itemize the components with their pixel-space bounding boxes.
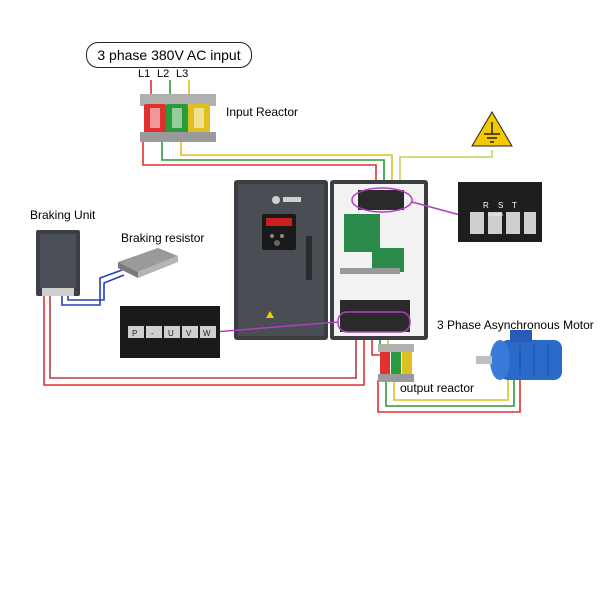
ground-warning-icon <box>471 111 513 147</box>
terminal-t-label: T <box>512 201 517 210</box>
output-terminal-highlight <box>213 311 411 333</box>
braking-resistor <box>118 248 178 278</box>
input-reactor-label: Input Reactor <box>226 105 299 119</box>
dc-terminal-minus: - <box>151 329 154 338</box>
dc-terminal-v: V <box>186 329 192 338</box>
output-wires <box>371 340 521 413</box>
dc-terminal-photo <box>120 306 220 358</box>
dc-terminal-u: U <box>168 329 174 338</box>
terminal-power-label: POWER <box>488 212 503 217</box>
input-terminal-photo <box>458 182 542 242</box>
inverter-open <box>330 180 428 340</box>
output-reactor <box>378 344 414 382</box>
input-reactor <box>140 94 216 142</box>
terminal-s-label: S <box>498 201 503 210</box>
motor-label: 3 Phase Asynchronous Motor <box>437 318 594 332</box>
dc-terminal-w: W <box>203 329 211 338</box>
braking-unit <box>36 230 80 296</box>
terminal-r-label: R <box>483 201 489 210</box>
braking-wires <box>43 269 365 386</box>
dc-terminal-p: P <box>132 329 137 338</box>
braking-unit-label: Braking Unit <box>30 208 96 222</box>
output-reactor-label: output reactor <box>400 381 475 395</box>
input-title: 3 phase 380V AC input <box>86 42 252 68</box>
braking-resistor-label: Braking resistor <box>121 231 205 245</box>
phase-label-l2: L2 <box>157 68 170 80</box>
phase-label-l1: L1 <box>138 68 151 80</box>
motor <box>476 330 562 380</box>
inverter-front <box>234 180 328 340</box>
input-terminal-highlight <box>351 187 461 216</box>
phase-label-l3: L3 <box>176 68 189 80</box>
